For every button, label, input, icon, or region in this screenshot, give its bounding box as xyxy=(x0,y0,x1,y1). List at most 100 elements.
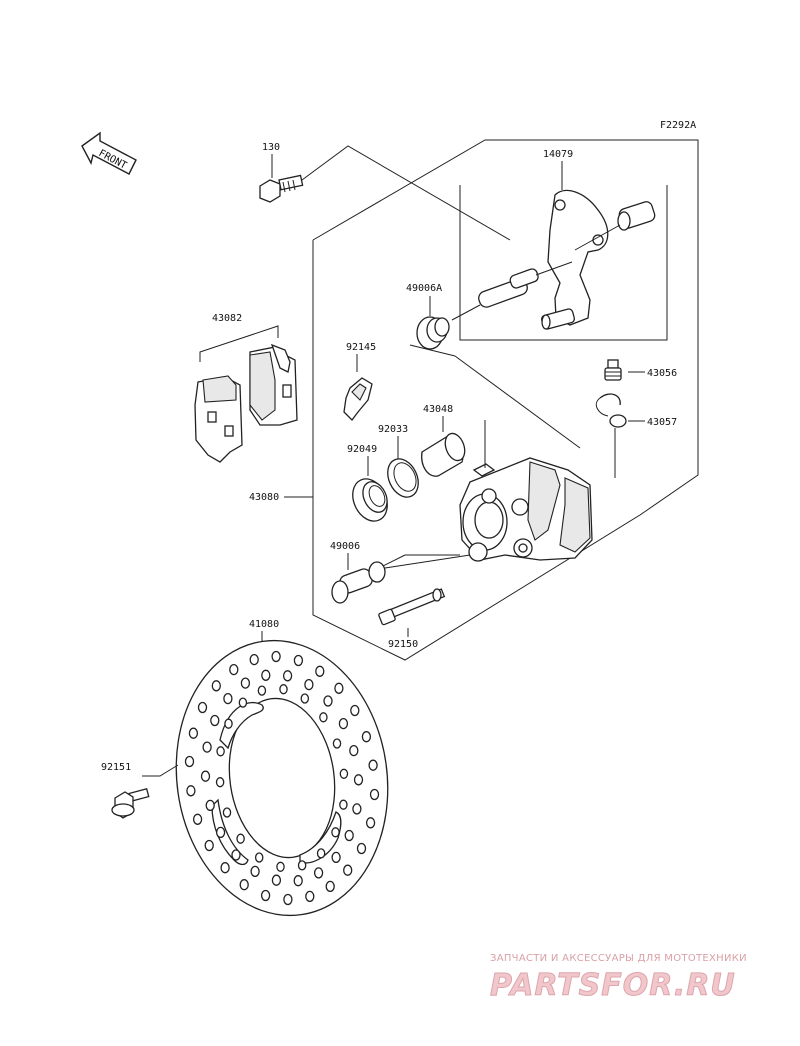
disc-hole xyxy=(313,867,324,879)
disc-hole xyxy=(282,670,293,682)
disc-hole xyxy=(260,889,271,902)
disc-hole xyxy=(332,738,342,749)
disc-hole xyxy=(293,875,303,887)
disc-hole xyxy=(369,788,380,801)
front-arrow-icon: FRONT xyxy=(81,131,137,175)
disc-hole xyxy=(331,827,340,838)
disc-hole xyxy=(271,874,282,886)
disc-hole xyxy=(297,860,307,871)
disc-hole xyxy=(271,650,281,663)
disc-hole xyxy=(197,701,208,714)
slide-pin-49006 xyxy=(331,554,471,604)
disc-hole xyxy=(338,717,349,730)
disc-hole xyxy=(210,714,220,727)
disc-hole xyxy=(293,654,304,667)
leader-43082 xyxy=(199,325,279,362)
watermark-tagline: ЗАПЧАСТИ И АКСЕССУАРЫ ДЛЯ МОТОТЕХНИКИ xyxy=(490,953,747,964)
disc-hole xyxy=(334,682,344,694)
disc-hole xyxy=(215,826,226,839)
disc-hole xyxy=(192,813,203,825)
piston-seal-92033 xyxy=(387,458,419,498)
disc-hole xyxy=(229,663,239,676)
disc-hole xyxy=(343,864,353,876)
disc-hole xyxy=(236,833,245,844)
disc-hole xyxy=(368,759,378,771)
caliper-bracket xyxy=(540,189,656,330)
disc-hole xyxy=(240,677,251,689)
disc-hole xyxy=(305,890,315,903)
disc-hole xyxy=(254,852,264,863)
disc-hole xyxy=(300,693,310,704)
disc-hole xyxy=(231,849,241,861)
disc-hole xyxy=(349,744,359,757)
disc-hole xyxy=(205,799,215,812)
label-43048: 43048 xyxy=(423,404,453,415)
disc-hole xyxy=(200,770,211,782)
disc-hole xyxy=(283,893,293,906)
label-41080: 41080 xyxy=(249,619,279,630)
label-92145: 92145 xyxy=(346,342,376,353)
disc-hole xyxy=(211,680,221,692)
caliper-bolt-92150 xyxy=(378,588,446,626)
pad-spring-92145 xyxy=(343,377,373,421)
bleeder-cap-43057 xyxy=(595,393,627,478)
disc-hole xyxy=(224,718,233,729)
label-92049: 92049 xyxy=(347,444,377,455)
disc-hole xyxy=(350,704,360,717)
label-92151: 92151 xyxy=(101,762,131,773)
label-14079: 14079 xyxy=(543,149,573,160)
bolt-130 xyxy=(259,145,511,241)
disc-hole xyxy=(204,839,214,852)
assembly-outline xyxy=(312,139,699,661)
disc-hole xyxy=(352,803,362,815)
disc-hole xyxy=(276,861,285,872)
disc-hole xyxy=(220,862,230,874)
label-43080: 43080 xyxy=(249,492,279,503)
label-43056: 43056 xyxy=(647,368,677,379)
label-92150: 92150 xyxy=(388,639,418,650)
disc-hole xyxy=(325,880,335,893)
label-130: 130 xyxy=(262,142,280,153)
disc-hole xyxy=(223,692,233,705)
caliper-body-43080 xyxy=(374,420,593,571)
disc-hole xyxy=(356,842,367,855)
disc-hole xyxy=(239,879,249,891)
disc-hole xyxy=(257,685,267,696)
label-92033: 92033 xyxy=(378,424,408,435)
disc-hole xyxy=(216,746,225,757)
label-49006A: 49006A xyxy=(406,283,442,294)
disc-hole xyxy=(184,755,195,768)
label-43057: 43057 xyxy=(647,417,677,428)
leader-92151 xyxy=(142,764,179,777)
disc-hole xyxy=(186,785,196,797)
disc-hole xyxy=(215,777,225,788)
label-43082: 43082 xyxy=(212,313,242,324)
disc-hole xyxy=(315,665,325,677)
disc-hole xyxy=(250,865,260,878)
watermark-brand: PARTSFOR.RU xyxy=(490,968,736,1003)
disc-hole xyxy=(304,678,314,691)
brake-pad-right xyxy=(249,343,298,426)
slide-pin-49006A xyxy=(451,261,573,321)
boot-49006A xyxy=(416,316,450,350)
disc-hole xyxy=(365,817,376,829)
disc-hole xyxy=(339,799,348,810)
label-49006: 49006 xyxy=(330,541,360,552)
brake-disc-41080 xyxy=(175,639,389,917)
bleeder-valve-43056 xyxy=(604,359,622,381)
piston-43048 xyxy=(421,432,466,477)
diagram-code: F2292A xyxy=(660,120,696,131)
disc-hole xyxy=(361,731,372,743)
disc-hole xyxy=(188,727,199,739)
disc-hole xyxy=(339,768,349,779)
brake-pad-left xyxy=(194,375,243,463)
disc-hole xyxy=(316,848,326,859)
disc-hole xyxy=(319,712,328,723)
disc-hole xyxy=(353,774,364,786)
disc-hole xyxy=(261,669,271,681)
disc-hole xyxy=(222,807,232,818)
disc-hole xyxy=(238,697,248,708)
disc-hole xyxy=(249,653,259,666)
disc-hole xyxy=(344,829,354,842)
